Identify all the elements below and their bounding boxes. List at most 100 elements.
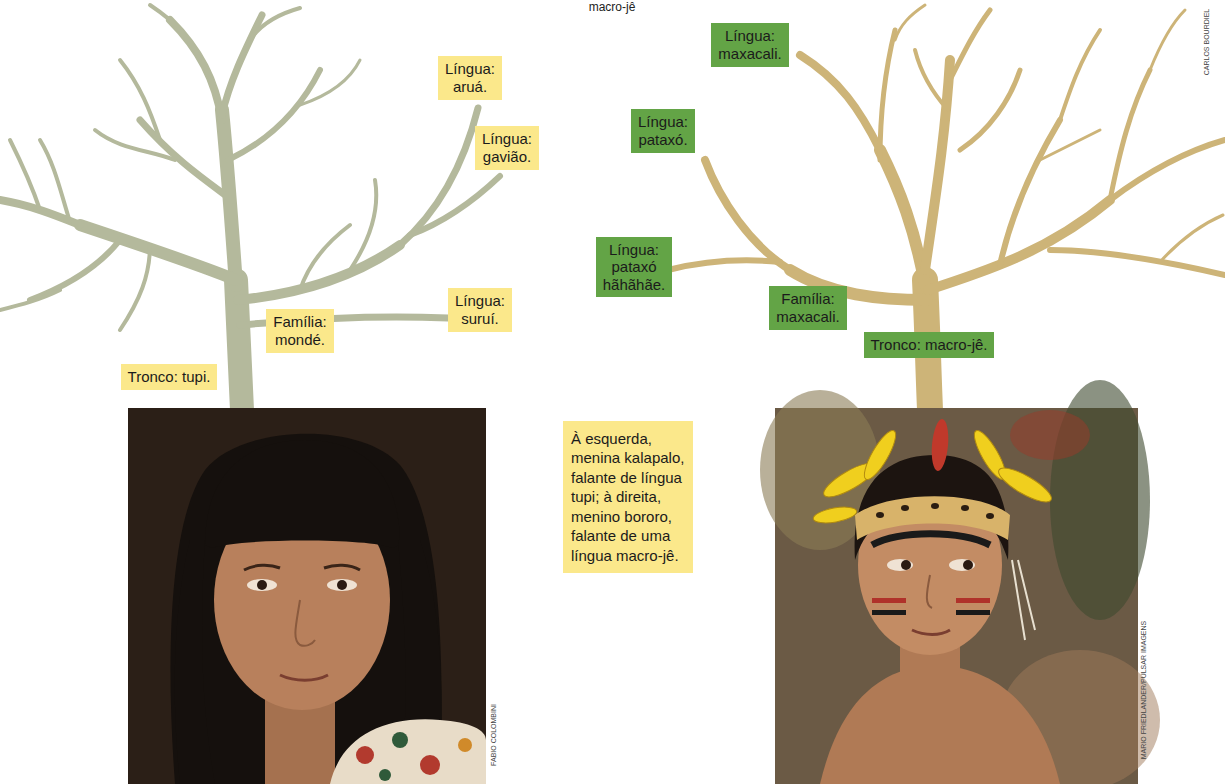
photo-boy-part xyxy=(887,559,913,571)
macro-je-tree-part xyxy=(1000,120,1060,265)
macro-je-tree-part xyxy=(895,5,925,40)
macro-je-tree-part xyxy=(1110,140,1225,200)
photo-girl-part xyxy=(379,769,391,781)
tupi-tree-part xyxy=(250,8,300,40)
photo-girl-part xyxy=(257,580,267,590)
label-text: Língua: pataxó hãhãhãe. xyxy=(603,241,666,294)
caption-box: À esquerda, menina kalapalo, falante de … xyxy=(563,421,693,574)
label-text: Tronco: macro-jê. xyxy=(871,336,988,354)
language-label: Língua: suruí. xyxy=(448,288,512,331)
macro-je-tree-part xyxy=(925,60,950,270)
language-label: Língua: pataxó. xyxy=(631,109,695,152)
tupi-tree-part xyxy=(140,120,232,200)
macro-je-tree-part xyxy=(928,200,1110,290)
photo-boy-part xyxy=(901,505,909,511)
photo-boy-part xyxy=(912,630,950,635)
tupi-tree-part xyxy=(170,20,222,120)
macro-je-tree-part xyxy=(705,160,790,270)
macro-je-tree-part xyxy=(1060,30,1100,120)
photo-girl-part xyxy=(330,719,486,784)
photo-boy-part xyxy=(872,598,906,603)
macro-je-tree-part xyxy=(950,10,990,80)
photo-boy-part xyxy=(931,503,939,509)
photo-girl-part xyxy=(458,738,472,752)
photo-boy-part xyxy=(963,560,973,570)
photo-boy-part xyxy=(876,512,884,518)
photo-boy-part xyxy=(1010,410,1090,460)
tupi-tree-part xyxy=(120,60,160,140)
photo-girl-part xyxy=(356,746,374,764)
photo-girl-part xyxy=(128,408,486,784)
photo-boy-part xyxy=(901,560,911,570)
label-text: Família: mondé. xyxy=(273,313,326,348)
cut-heading: macro-jê xyxy=(589,1,636,14)
tupi-tree-part xyxy=(120,245,150,330)
family-label: Família: maxacali. xyxy=(769,286,846,329)
macro-je-tree-part xyxy=(880,30,895,160)
photo-boy-part xyxy=(995,462,1056,508)
photo-girl-part xyxy=(327,579,357,591)
photo-girl-part xyxy=(295,600,315,646)
photo-boy-part xyxy=(1012,560,1035,640)
macro-je-tree-part xyxy=(1160,215,1223,262)
tupi-tree-part xyxy=(30,240,120,300)
photo-boy-part xyxy=(961,505,969,511)
macro-je-tree-part xyxy=(668,260,780,270)
language-label: Língua: aruá. xyxy=(438,56,502,99)
tupi-tree-part xyxy=(10,140,40,210)
photo-credit: FABIO COLOMBINI xyxy=(490,704,498,766)
photo-boy-part xyxy=(872,534,990,545)
tupi-tree-part xyxy=(350,180,376,270)
tupi-tree-part xyxy=(410,176,500,235)
photo-girl xyxy=(128,408,486,784)
language-label: Língua: pataxó hãhãhãe. xyxy=(596,237,673,298)
label-text: Língua: maxacali. xyxy=(718,27,781,62)
photo-boy-part xyxy=(949,559,975,571)
tupi-tree-part xyxy=(0,290,60,310)
macro-je-tree-part xyxy=(915,50,948,110)
tupi-tree-part xyxy=(80,225,236,280)
family-label: Família: mondé. xyxy=(266,309,333,352)
tupi-tree-part xyxy=(228,70,320,160)
photo-boy-part xyxy=(859,427,901,483)
photo-girl-part xyxy=(280,675,328,680)
photo-boy xyxy=(760,380,1160,784)
macro-je-tree-part xyxy=(1150,10,1185,70)
macro-je-tree-part xyxy=(960,70,1020,150)
label-text: Língua: pataxó. xyxy=(638,113,688,148)
photo-credit: MARIO FRIEDLANDER/PULSAR IMAGENS xyxy=(1140,621,1148,759)
label-text: Família: maxacali. xyxy=(776,290,839,325)
tupi-tree-part xyxy=(300,60,360,105)
photo-girl-part xyxy=(420,755,440,775)
photo-boy-part xyxy=(986,513,994,519)
photo-boy-part xyxy=(927,575,932,608)
photo-boy-part xyxy=(812,504,858,525)
photo-girl-part xyxy=(244,565,280,570)
photo-boy-part xyxy=(956,598,990,603)
macro-je-tree-part xyxy=(1050,250,1225,275)
label-text: Língua: aruá. xyxy=(445,60,495,95)
label-text: Tronco: tupi. xyxy=(128,368,211,386)
tupi-tree-part xyxy=(95,130,175,160)
macro-je-tree-part xyxy=(800,55,880,150)
tupi-tree-part xyxy=(40,140,70,222)
trunk-label: Tronco: macro-jê. xyxy=(864,332,995,358)
photo-girl-part xyxy=(392,732,408,748)
photo-girl-part xyxy=(175,540,215,784)
photo-boy-part xyxy=(956,610,990,615)
tupi-tree-part xyxy=(150,5,200,60)
language-label: Língua: maxacali. xyxy=(711,23,788,66)
label-text: Língua: gavião. xyxy=(482,130,532,165)
language-label: Língua: gavião. xyxy=(475,126,539,169)
tupi-tree xyxy=(0,5,500,410)
label-text: À esquerda, menina kalapalo, falante de … xyxy=(571,429,685,566)
macro-je-tree-part xyxy=(1040,130,1100,160)
photo-girl-part xyxy=(205,440,400,548)
tupi-tree-part xyxy=(300,225,350,290)
macro-je-tree-part xyxy=(880,150,925,285)
photo-girl-part xyxy=(337,580,347,590)
macro-je-tree-part xyxy=(1110,70,1150,200)
